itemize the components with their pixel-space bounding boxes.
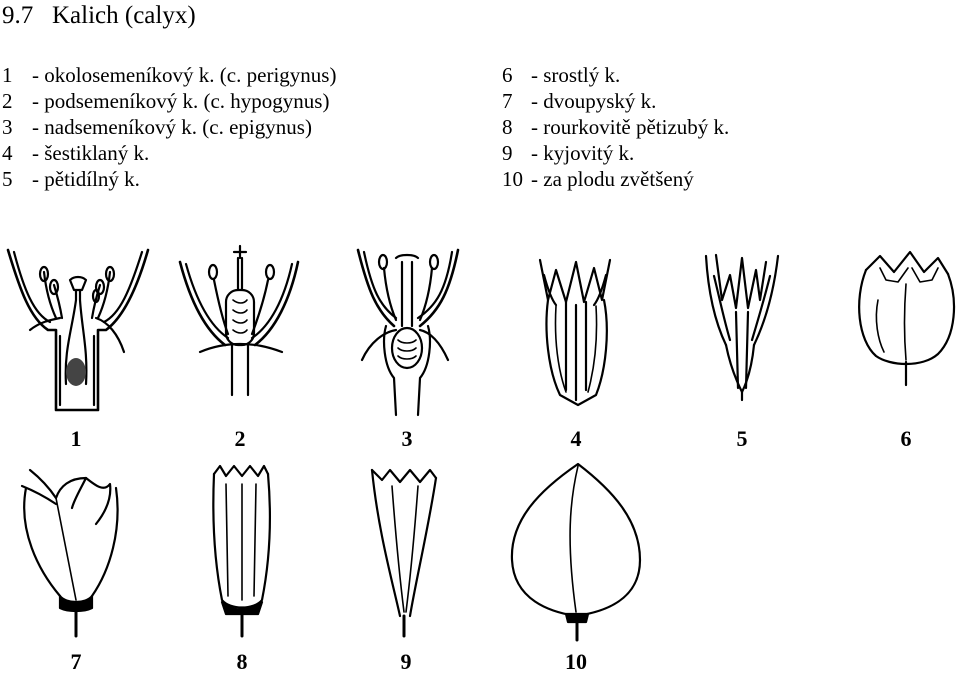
legend-item: 8 - rourkovitě pětizubý k. bbox=[502, 114, 729, 140]
section-number: 9.7 bbox=[2, 2, 34, 29]
legend-number: 10 bbox=[502, 167, 523, 191]
fruit-enlarged-calyx-drawing bbox=[510, 462, 642, 642]
legend-item: 2 - podsemeníkový k. (c. hypogynus) bbox=[2, 88, 336, 114]
legend-text: - rourkovitě pětizubý k. bbox=[531, 115, 730, 139]
figure-label: 7 bbox=[70, 649, 82, 674]
legend-number: 1 bbox=[2, 63, 13, 87]
legend-text: - dvoupyský k. bbox=[531, 89, 657, 113]
legend-text: - kyjovitý k. bbox=[531, 141, 635, 165]
figure-label: 2 bbox=[234, 426, 246, 451]
figure-label: 4 bbox=[570, 426, 582, 451]
figure-label: 5 bbox=[736, 426, 748, 451]
legend-text: - srostlý k. bbox=[531, 63, 621, 87]
legend-item: 5 - pětidílný k. bbox=[2, 166, 336, 192]
legend-item: 3 - nadsemeníkový k. (c. epigynus) bbox=[2, 114, 336, 140]
legend-item: 10 - za plodu zvětšený bbox=[502, 166, 729, 192]
two-lipped-calyx-drawing bbox=[20, 468, 119, 638]
legend-item: 9 - kyjovitý k. bbox=[502, 140, 729, 166]
fused-calyx-drawing bbox=[858, 250, 956, 387]
legend-text: - šestiklaný k. bbox=[32, 141, 150, 165]
legend-item: 7 - dvoupyský k. bbox=[502, 88, 729, 114]
legend-number: 8 bbox=[502, 115, 513, 139]
figure-label: 1 bbox=[70, 426, 82, 451]
figure-label: 9 bbox=[400, 649, 412, 674]
hypogynous-calyx-drawing bbox=[178, 244, 300, 397]
tubular-five-toothed-calyx-drawing bbox=[212, 464, 272, 638]
clavate-calyx-drawing bbox=[370, 468, 438, 638]
legend-text: - okolosemeníkový k. (c. perigynus) bbox=[32, 63, 337, 87]
legend-number: 6 bbox=[502, 63, 513, 87]
legend-number: 9 bbox=[502, 141, 513, 165]
legend-number: 7 bbox=[502, 89, 513, 113]
legend-text: - nadsemeníkový k. (c. epigynus) bbox=[32, 115, 312, 139]
section-title: Kalich (calyx) bbox=[52, 2, 196, 29]
figure-label: 6 bbox=[900, 426, 912, 451]
legend-text: - pětidílný k. bbox=[32, 167, 140, 191]
epigynous-calyx-drawing bbox=[356, 248, 460, 417]
legend-left: 1 - okolosemeníkový k. (c. perigynus) 2 - … bbox=[2, 62, 336, 192]
legend-number: 4 bbox=[2, 141, 13, 165]
figure-label: 8 bbox=[236, 649, 248, 674]
legend-right: 6 - srostlý k. 7 - dvoupyský k. 8 - rourkov… bbox=[502, 62, 729, 192]
figure-label: 3 bbox=[401, 426, 413, 451]
page-title: 9.7 Kalich (calyx) bbox=[2, 0, 196, 32]
perigynous-calyx-drawing bbox=[6, 248, 150, 412]
legend-number: 3 bbox=[2, 115, 13, 139]
five-parted-calyx-drawing bbox=[704, 253, 780, 402]
legend-number: 5 bbox=[2, 167, 13, 191]
legend-item: 4 - šestiklaný k. bbox=[2, 140, 336, 166]
legend-text: - za plodu zvětšený bbox=[531, 167, 694, 191]
legend-item: 6 - srostlý k. bbox=[502, 62, 729, 88]
legend-text: - podsemeníkový k. (c. hypogynus) bbox=[32, 89, 330, 113]
legend-number: 2 bbox=[2, 89, 13, 113]
six-lobed-calyx-drawing bbox=[538, 258, 612, 407]
figure-label: 10 bbox=[565, 649, 587, 674]
legend-item: 1 - okolosemeníkový k. (c. perigynus) bbox=[2, 62, 336, 88]
